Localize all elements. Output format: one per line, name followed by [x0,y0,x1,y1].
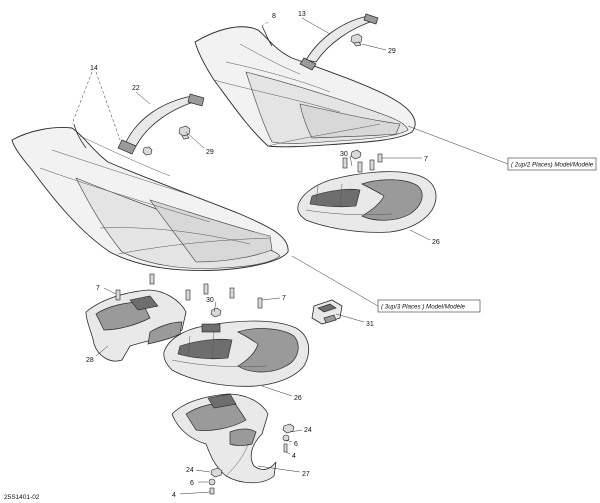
bolts-left [115,273,263,318]
hardware-bottom [208,467,223,495]
leader-lines [71,17,509,495]
callout-26-upper: 26 [432,239,440,246]
callout-labels: 8 13 29 14 22 29 30 7 26 7 30 7 31 28 26… [86,11,440,499]
callout-4-bottom: 4 [172,492,176,499]
nut-29-lower [142,125,191,156]
strap-22 [117,93,205,155]
hardware-right [282,423,295,453]
callout-8: 8 [272,13,276,20]
callout-30-upper: 30 [340,151,348,158]
callout-6-right: 6 [294,441,298,448]
bracket-27 [171,393,277,484]
latch-31 [311,299,343,325]
callout-24-bottom: 24 [186,467,194,474]
callout-7-right: 7 [282,295,286,302]
note-3up: ( 3up/3 Places ) Model/Modèle [377,299,481,313]
support-28 [85,289,187,362]
strap-13 [299,13,379,71]
note-2up-text: ( 2up/2 Places) Model/Modèle [511,162,594,169]
callout-7-upper: 7 [424,156,428,163]
seat-2up [194,25,416,148]
seat-3up [11,123,289,271]
callout-30-lower: 30 [206,297,214,304]
callout-29-lower: 29 [206,149,214,156]
note-3up-text: ( 3up/3 Places ) Model/Modèle [381,304,465,311]
grab-handle-26-lower [163,320,310,387]
diagram-reference: 25S1401-02 [4,494,40,501]
callout-6-bottom: 6 [190,480,194,487]
callout-13: 13 [298,11,306,18]
callout-28: 28 [86,357,94,364]
bolts-upper [342,149,383,173]
nut-29-upper [350,33,363,47]
callout-14: 14 [90,65,98,72]
callout-29-upper: 29 [388,48,396,55]
callout-24-right: 24 [304,427,312,434]
callout-22: 22 [132,85,140,92]
grab-handle-26-upper [297,171,437,233]
callout-27: 27 [302,471,310,478]
callout-7-left: 7 [96,285,100,292]
callout-31: 31 [366,321,374,328]
callout-4-right: 4 [292,453,296,460]
note-2up: ( 2up/2 Places) Model/Modèle [507,157,597,171]
callout-26-lower: 26 [294,395,302,402]
